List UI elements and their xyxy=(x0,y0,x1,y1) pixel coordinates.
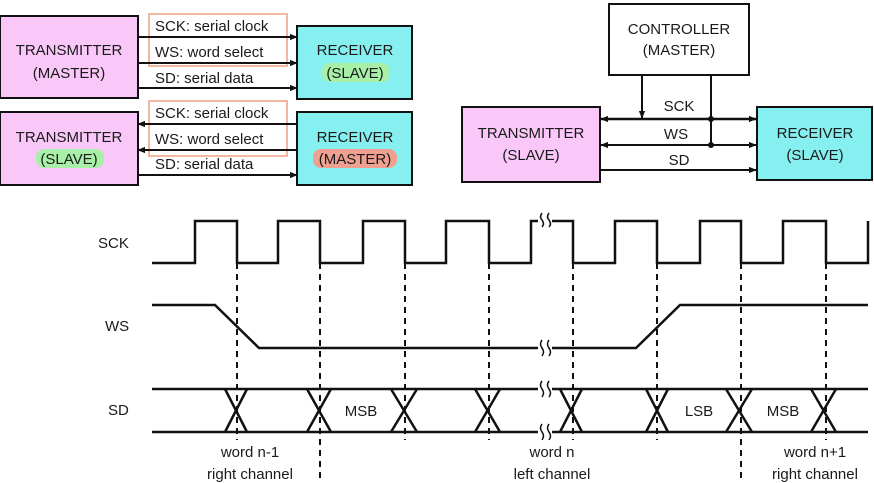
timing-diagram: SCK WS SD xyxy=(98,212,870,483)
receiver-role: (SLAVE) xyxy=(786,147,843,164)
signal-name-ws: WS xyxy=(105,318,129,335)
control-signals-box xyxy=(148,13,288,67)
receiver-box xyxy=(296,111,413,186)
transmitter-label: TRANSMITTER xyxy=(478,125,585,142)
sck-label: SCK xyxy=(664,98,695,115)
ws-label: WS: word select xyxy=(155,131,264,148)
word-n-plus-1-label: word n+1 xyxy=(783,444,846,461)
transmitter-box xyxy=(0,111,139,186)
receiver-role: (MASTER) xyxy=(319,151,392,168)
signal-name-sck: SCK xyxy=(98,235,129,252)
controller-box xyxy=(608,3,750,76)
transmitter-label: TRANSMITTER xyxy=(16,42,123,59)
config-master-receiver: TRANSMITTER (SLAVE) RECEIVER (MASTER) SC… xyxy=(0,100,413,186)
sd-label-msb-next: MSB xyxy=(767,403,800,420)
sd-label: SD: serial data xyxy=(155,70,254,87)
sck-waveform xyxy=(152,219,870,265)
word-n-minus-1-channel: right channel xyxy=(207,466,293,483)
transmitter-role: (SLAVE) xyxy=(502,147,559,164)
word-n-channel: left channel xyxy=(514,466,591,483)
config-master-transmitter: TRANSMITTER (MASTER) RECEIVER (SLAVE) SC… xyxy=(0,13,413,100)
sck-label: SCK: serial clock xyxy=(155,18,269,35)
transmitter-role-highlight xyxy=(36,149,104,168)
ws-waveform xyxy=(152,303,868,350)
controller-label: CONTROLLER xyxy=(628,21,731,38)
sd-label: SD xyxy=(669,152,690,169)
sd-label-msb: MSB xyxy=(345,403,378,420)
receiver-label: RECEIVER xyxy=(317,42,394,59)
transmitter-role: (SLAVE) xyxy=(40,151,97,168)
sd-label: SD: serial data xyxy=(155,156,254,173)
word-n-label: word n xyxy=(528,444,574,461)
ws-label: WS xyxy=(664,126,688,143)
break-marks xyxy=(538,212,552,441)
sd-crossings xyxy=(223,388,838,433)
controller-role: (MASTER) xyxy=(643,42,716,59)
signal-name-sd: SD xyxy=(108,402,129,419)
receiver-label: RECEIVER xyxy=(317,129,394,146)
receiver-box xyxy=(756,106,873,181)
transmitter-label: TRANSMITTER xyxy=(16,129,123,146)
transmitter-box xyxy=(0,15,139,99)
transmitter-role: (MASTER) xyxy=(33,65,106,82)
receiver-role-highlight xyxy=(322,63,390,82)
word-n-plus-1-channel: right channel xyxy=(772,466,858,483)
junction-dot xyxy=(708,116,714,122)
junction-dot xyxy=(708,142,714,148)
receiver-role-highlight xyxy=(313,149,397,168)
dashed-guides xyxy=(236,263,827,480)
ws-label: WS: word select xyxy=(155,44,264,61)
sd-label-lsb: LSB xyxy=(685,403,713,420)
receiver-box xyxy=(296,25,413,100)
sck-label: SCK: serial clock xyxy=(155,105,269,122)
transmitter-box xyxy=(461,106,601,183)
word-n-minus-1-label: word n-1 xyxy=(220,444,279,461)
receiver-label: RECEIVER xyxy=(777,125,854,142)
config-controller-master: CONTROLLER (MASTER) TRANSMITTER (SLAVE) … xyxy=(461,3,873,183)
receiver-role: (SLAVE) xyxy=(326,65,383,82)
control-signals-box xyxy=(148,100,288,157)
